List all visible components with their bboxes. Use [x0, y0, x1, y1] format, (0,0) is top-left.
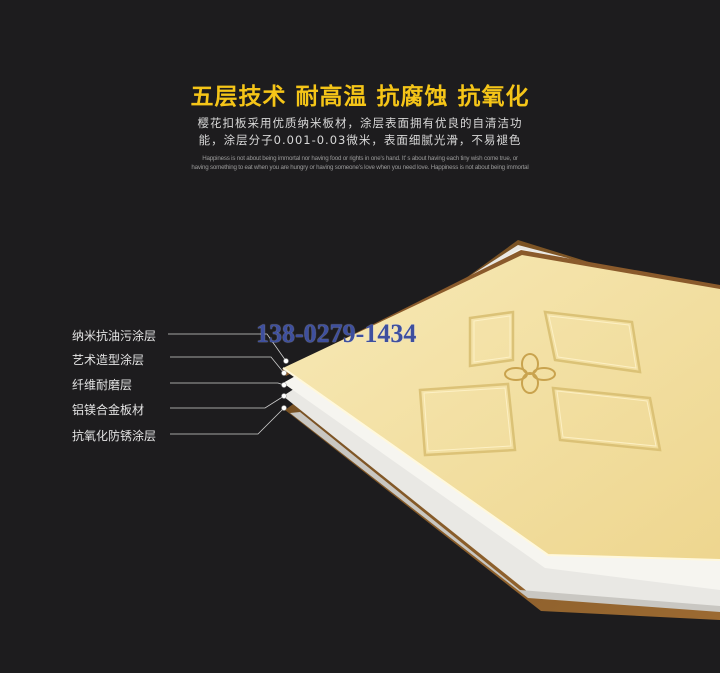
phone-watermark: 138-0279-1434 [256, 319, 417, 348]
leader-line-4 [170, 395, 285, 409]
description-line-1: 樱花扣板采用优质纳米板材，涂层表面拥有优良的自清洁功 [197, 116, 523, 130]
leader-line-5 [170, 407, 285, 435]
layer-label-5: 抗氧化防锈涂层 [72, 429, 157, 443]
emboss-square-top-right [543, 310, 642, 374]
flower-ornament-icon [504, 353, 556, 394]
layer-art-face [283, 255, 720, 560]
leader-line-2 [170, 356, 285, 374]
layer-label-2: 艺术造型涂层 [72, 353, 145, 367]
layer-label-4: 铝镁合金板材 [72, 403, 145, 417]
layer-label-1: 纳米抗油污涂层 [72, 329, 157, 343]
description-line-2: 能，涂层分子0.001-0.03微米，表面细腻光滑，不易褪色 [198, 133, 522, 147]
emboss-square-bottom-left [418, 382, 517, 457]
emboss-square-top-left [468, 310, 515, 368]
leader-line-1 [168, 333, 287, 362]
headline: 五层技术 耐高温 抗腐蚀 抗氧化 [190, 84, 530, 110]
layer-label-3: 纤维耐磨层 [72, 378, 133, 392]
fine-print-line-2: having something to eat when you are hun… [191, 164, 529, 171]
fine-print-line-1: Happiness is not about being immortal no… [202, 155, 518, 162]
leader-line-3 [170, 382, 285, 386]
emboss-square-bottom-right [551, 386, 662, 452]
